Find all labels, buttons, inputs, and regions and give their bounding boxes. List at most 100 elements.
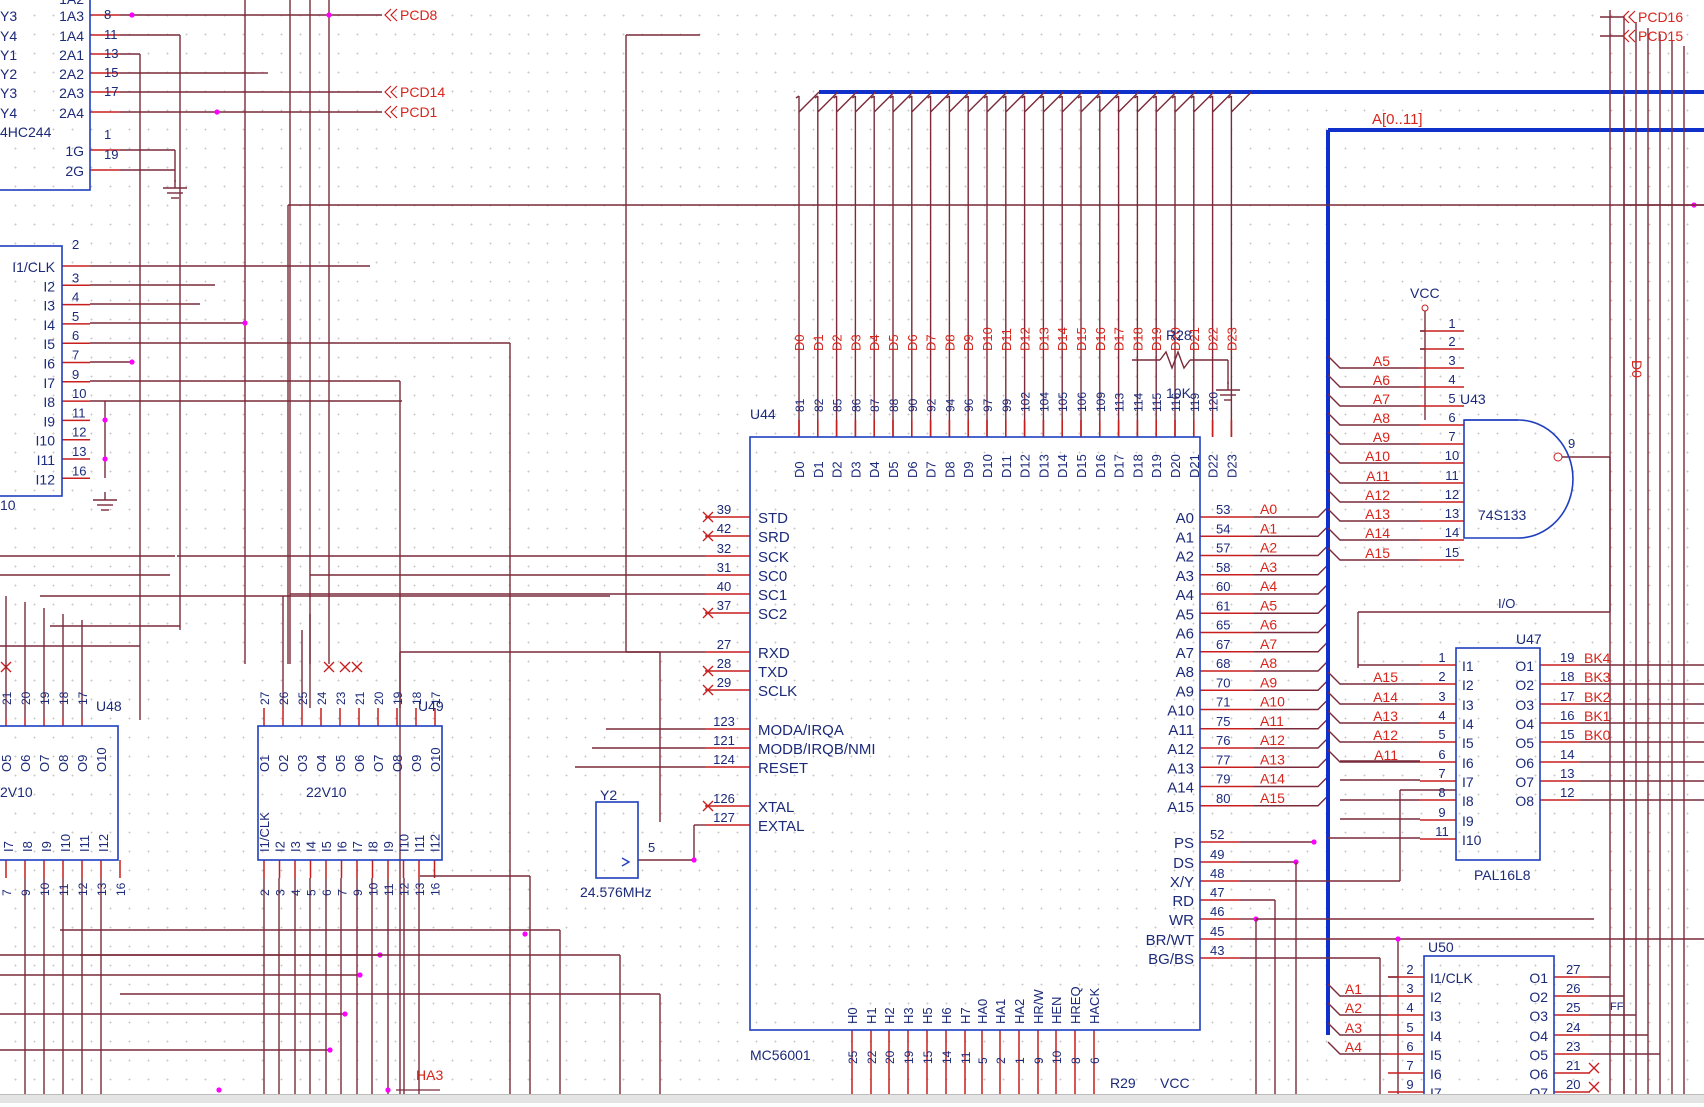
- u44-addr-pin: A7: [1176, 645, 1194, 662]
- u47-out-net: BK3: [1584, 669, 1611, 685]
- u47-in-pin: I2: [1462, 677, 1474, 693]
- u49-top-num: 27: [258, 691, 272, 705]
- wire: [1254, 756, 1329, 768]
- u44-data-pin: D3: [848, 461, 863, 478]
- u43-net: A11: [1366, 468, 1390, 484]
- wire: [1021, 95, 1025, 99]
- wire: [908, 95, 913, 99]
- u50-out-num: 21: [1566, 1058, 1580, 1073]
- u44-host-num: 25: [846, 1050, 860, 1064]
- u44-data-pin: D1: [811, 461, 826, 478]
- u44-data-num: 109: [1094, 392, 1108, 412]
- u44-data-num: 88: [887, 398, 901, 412]
- u44-data-net: D17: [1112, 327, 1127, 351]
- u-lm-pin: I3: [43, 298, 55, 314]
- u43-pin-num: 10: [1445, 448, 1459, 463]
- wire: [1099, 91, 1121, 113]
- u47-in-num: 4: [1438, 708, 1445, 723]
- u44-data-num: 114: [1131, 393, 1145, 412]
- u50-out-num: 24: [1566, 1020, 1580, 1035]
- u49-bottom-num: 5: [305, 889, 319, 896]
- u47-in-pin: I4: [1462, 716, 1474, 732]
- u47-in-num: 3: [1438, 689, 1445, 704]
- u44-left-pin: XTAL: [758, 799, 794, 816]
- u49-bottom-pin: I12: [428, 834, 443, 852]
- u44-addr-net: A12: [1260, 732, 1285, 748]
- u-lm-part: 10: [0, 497, 16, 513]
- wire: [702, 511, 714, 523]
- u44-addr-net: A2: [1260, 540, 1277, 556]
- u50-in-num: 9: [1406, 1077, 1413, 1092]
- wire: [1080, 91, 1102, 113]
- r28-ref: R28: [1166, 327, 1192, 343]
- u-tl-pin-num: 8: [104, 7, 111, 22]
- u44-addr-num: 80: [1216, 791, 1230, 806]
- wire: [1190, 95, 1195, 99]
- u49-top-num: 21: [353, 691, 367, 705]
- u44-data-num: 92: [925, 398, 939, 412]
- u49-top-num: 25: [296, 691, 310, 705]
- junction-dot: [326, 12, 332, 18]
- wire: [1171, 95, 1176, 99]
- wire: [1254, 737, 1329, 749]
- u44-left-num: 40: [717, 579, 731, 594]
- u-lm-num: 7: [72, 348, 79, 363]
- u50-in-pin: I7: [1430, 1085, 1442, 1101]
- u-lm-num: 2: [72, 237, 79, 252]
- wire: [1327, 983, 1388, 997]
- u48-bottom-pin: I8: [20, 841, 35, 852]
- u-tl-pin-partial: 1A2: [59, 0, 84, 7]
- wire: [1254, 699, 1329, 711]
- ff-label: FF: [1610, 1001, 1624, 1013]
- u44-addr-net: A13: [1260, 751, 1285, 767]
- u48-top-pin: O8: [56, 755, 71, 772]
- u43-body: [1463, 419, 1574, 539]
- u43-pin-num: 1: [1448, 316, 1455, 331]
- u47-out-num: 14: [1560, 747, 1574, 762]
- wire: [1254, 564, 1329, 576]
- wire: [702, 684, 714, 696]
- u44-data-net: D21: [1187, 327, 1202, 351]
- u49-bottom-pin: I1/CLK: [257, 812, 272, 852]
- u44-addr-pin: A10: [1167, 703, 1194, 720]
- junction-dot: [357, 972, 363, 978]
- wire: [351, 661, 363, 673]
- u-tl-pin-num: 19: [104, 147, 118, 162]
- wire: [1628, 10, 1636, 24]
- u-lm-pin: I4: [43, 317, 55, 333]
- u49-bottom-pin: I10: [397, 834, 412, 852]
- wire: [1174, 91, 1196, 113]
- u50-in-num: 2: [1406, 962, 1413, 977]
- u49-bottom-pin: I9: [381, 841, 396, 852]
- u44-data-net: D2: [830, 334, 845, 351]
- u44-left-pin: MODA/IRQA: [758, 722, 844, 739]
- junction-dot: [691, 857, 697, 863]
- u44-addr-net: A9: [1260, 674, 1277, 690]
- u43-net: A10: [1365, 448, 1390, 464]
- u-lm-pin: I11: [37, 452, 56, 468]
- wire: [1254, 525, 1329, 537]
- junction-dot: [129, 12, 135, 18]
- ha3-label: HA3: [416, 1067, 443, 1083]
- y2-freq: 24.576MHz: [580, 884, 652, 900]
- u44-data-pin: D10: [980, 454, 995, 478]
- u47-out-pin: O2: [1515, 677, 1534, 693]
- u-lm-pin: I8: [43, 394, 55, 410]
- u44-data-net: D8: [942, 334, 957, 351]
- u44-data-net: D19: [1149, 327, 1164, 351]
- vcc-label: VCC: [1410, 285, 1440, 301]
- u43-net: A6: [1373, 372, 1390, 388]
- u44-addr-net: A4: [1260, 578, 1277, 594]
- wire: [1254, 679, 1329, 691]
- wire: [390, 8, 398, 22]
- u44-addr-num: 65: [1216, 618, 1230, 633]
- u44-data-pin: D7: [924, 461, 939, 478]
- u44-data-pin: D22: [1206, 454, 1221, 478]
- wire: [1040, 95, 1044, 99]
- u50-out-num: 27: [1566, 962, 1580, 977]
- u49-bottom-num: 11: [382, 883, 396, 896]
- u48-top-num: 17: [76, 691, 90, 705]
- r28-value: 10K: [1166, 385, 1192, 401]
- wire: [390, 85, 398, 99]
